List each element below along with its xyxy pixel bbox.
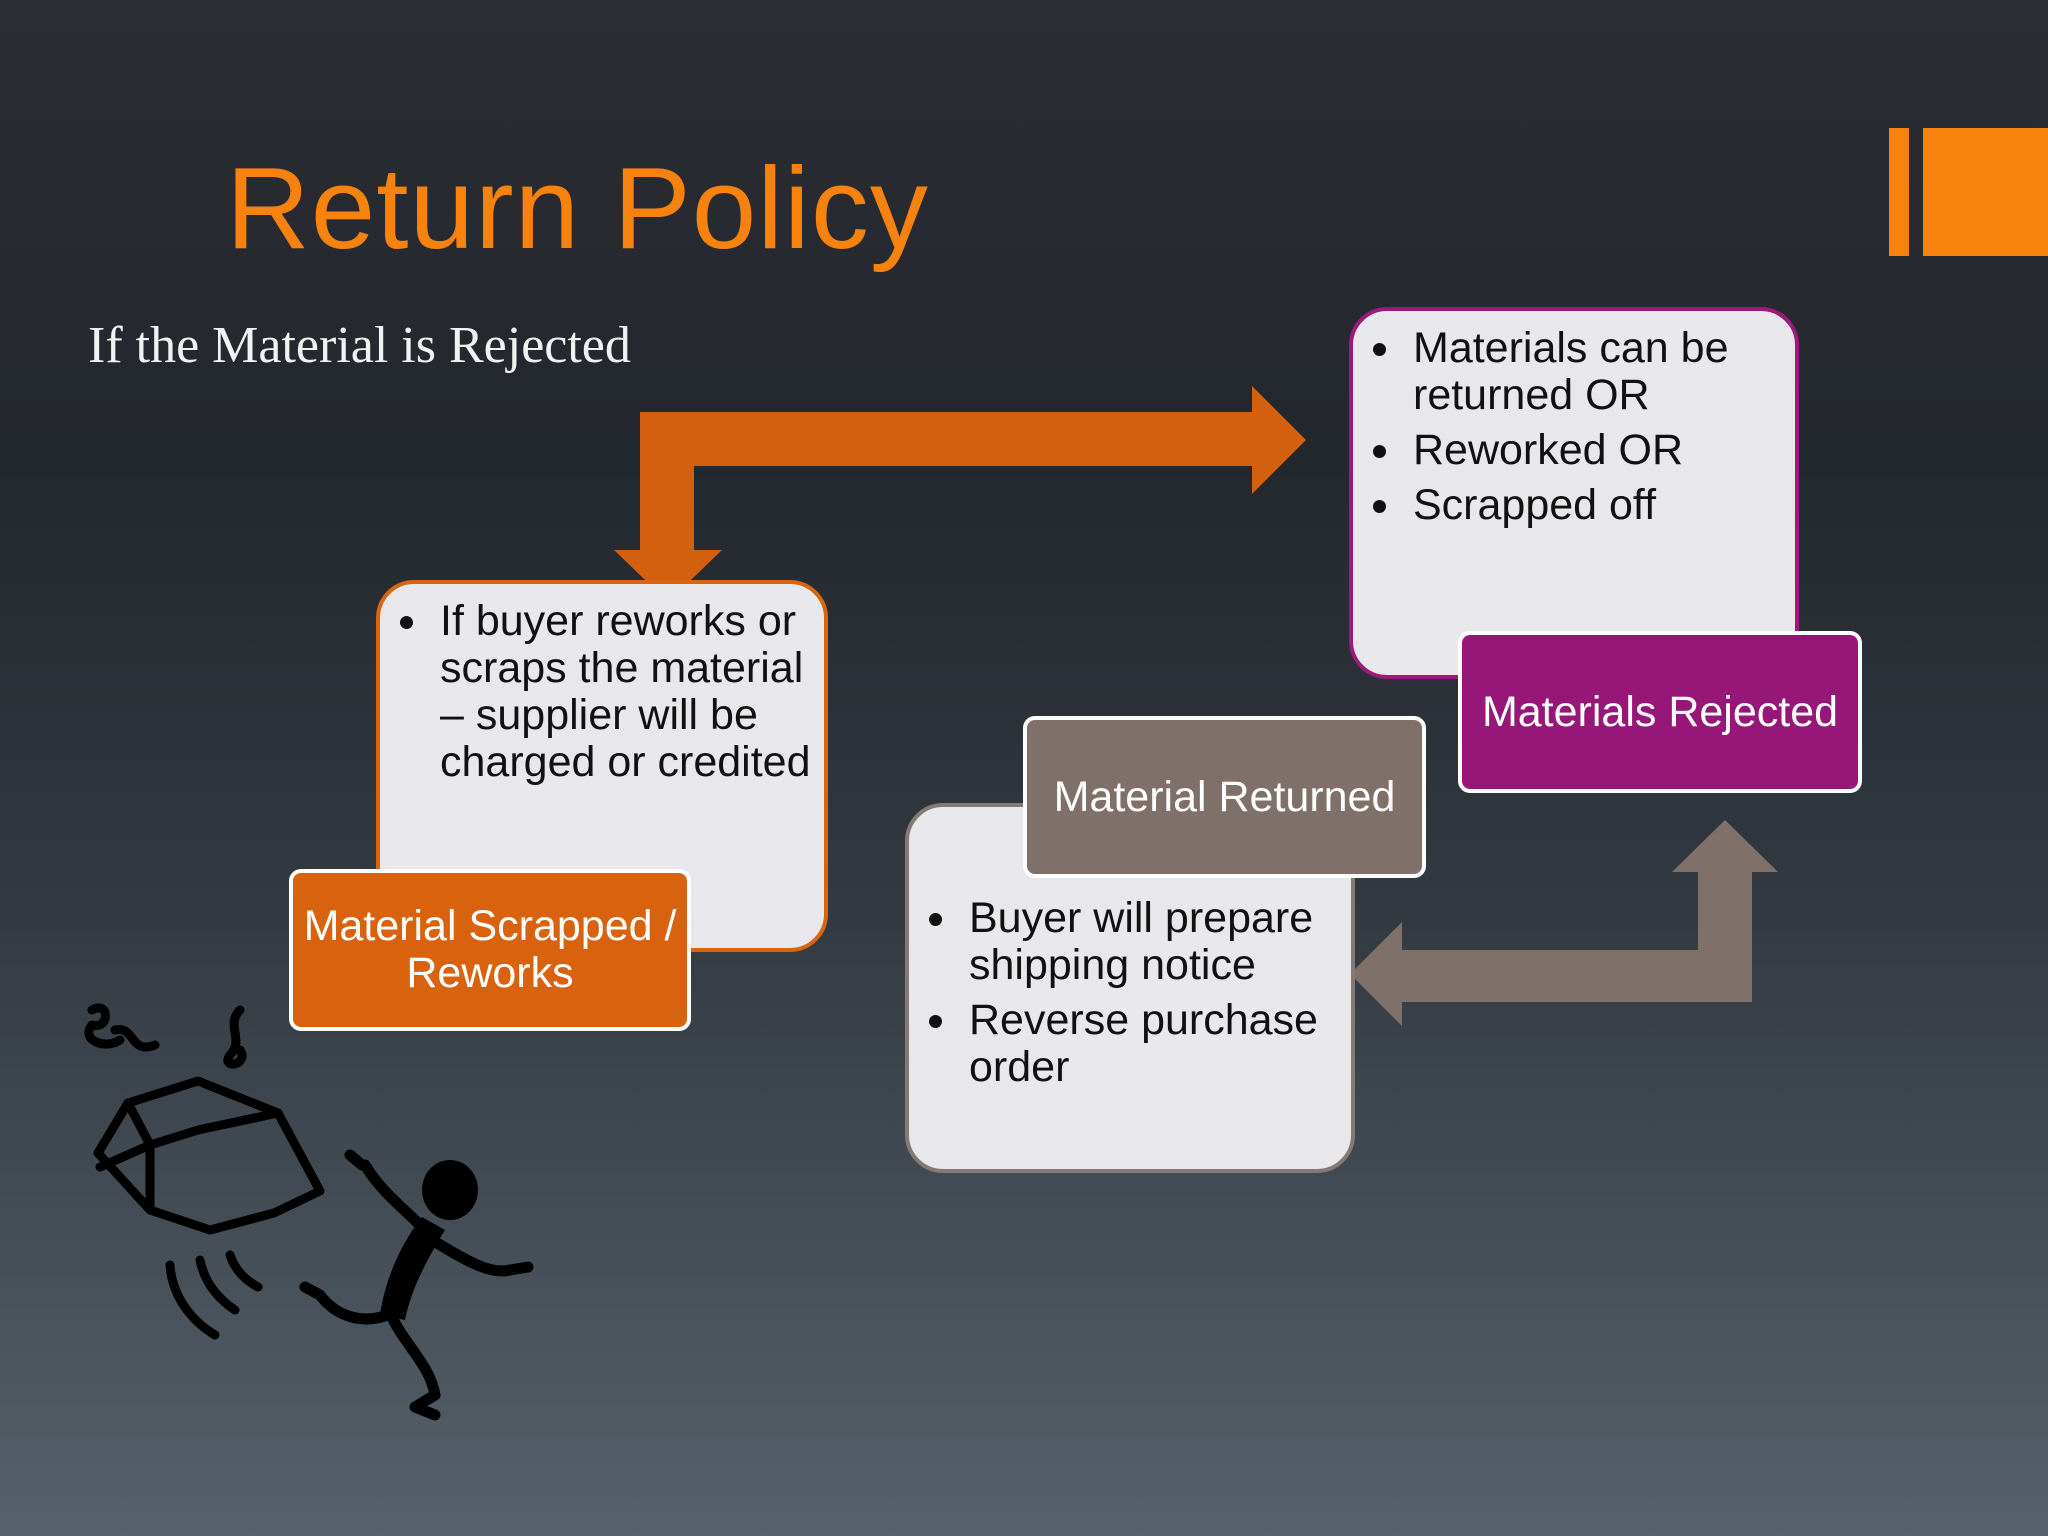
bullet-item: Materials can be returned OR: [1405, 325, 1785, 419]
bullet-item: Reverse purchase order: [961, 997, 1341, 1091]
accent-bar: [1889, 128, 1909, 256]
rejected-details-box: Materials can be returned OR Reworked OR…: [1349, 307, 1799, 679]
slide-subtitle: If the Material is Rejected: [88, 317, 631, 374]
material-scrapped-label: Material Scrapped / Reworks: [289, 869, 691, 1031]
bullet-item: If buyer reworks or scraps the material …: [432, 598, 812, 786]
person-kicking-box-icon: [84, 1003, 534, 1421]
accent-block: [1923, 128, 2048, 256]
arrow-scrap-to-rejected: [614, 386, 1306, 602]
bullet-item: Reworked OR: [1405, 427, 1785, 474]
arrow-rejected-to-returned: [1350, 820, 1778, 1026]
material-returned-label: Material Returned: [1023, 716, 1426, 878]
materials-rejected-label: Materials Rejected: [1458, 631, 1862, 793]
bullet-item: Buyer will prepare shipping notice: [961, 895, 1341, 989]
slide-title: Return Policy: [226, 143, 929, 273]
bullet-item: Scrapped off: [1405, 482, 1785, 529]
